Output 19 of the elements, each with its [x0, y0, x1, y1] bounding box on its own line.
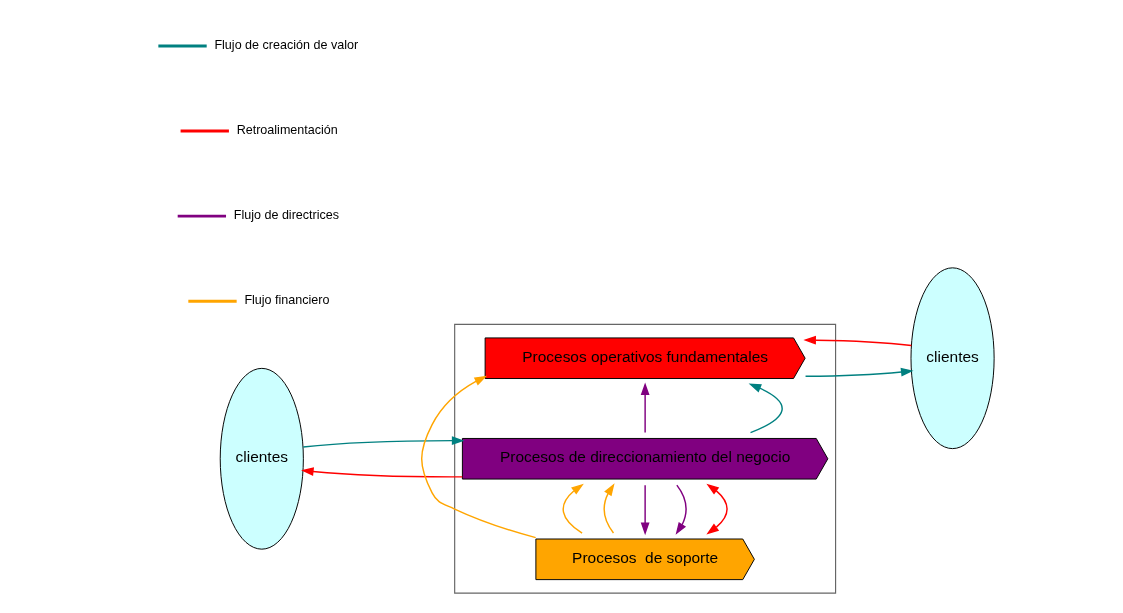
node-ellipse: clientes	[910, 267, 995, 450]
arrow	[420, 375, 537, 539]
arrow	[562, 483, 584, 534]
arrow	[301, 467, 463, 478]
cluster	[454, 323, 837, 594]
arrow	[603, 483, 615, 534]
arrow	[803, 335, 913, 347]
legend-label: Flujo financiero	[244, 293, 330, 308]
legend-label: Flujo de directrices	[233, 208, 340, 223]
arrow	[706, 483, 728, 535]
arrow	[302, 436, 465, 448]
legend-label: Flujo de creación de valor	[214, 38, 359, 53]
arrow	[804, 367, 914, 378]
legend-label: Retroalimentación	[236, 123, 338, 138]
arrow	[640, 382, 650, 434]
arrow	[748, 383, 783, 434]
arrow	[640, 484, 650, 536]
arrow	[675, 484, 687, 535]
node-ellipse: clientes	[219, 367, 304, 550]
